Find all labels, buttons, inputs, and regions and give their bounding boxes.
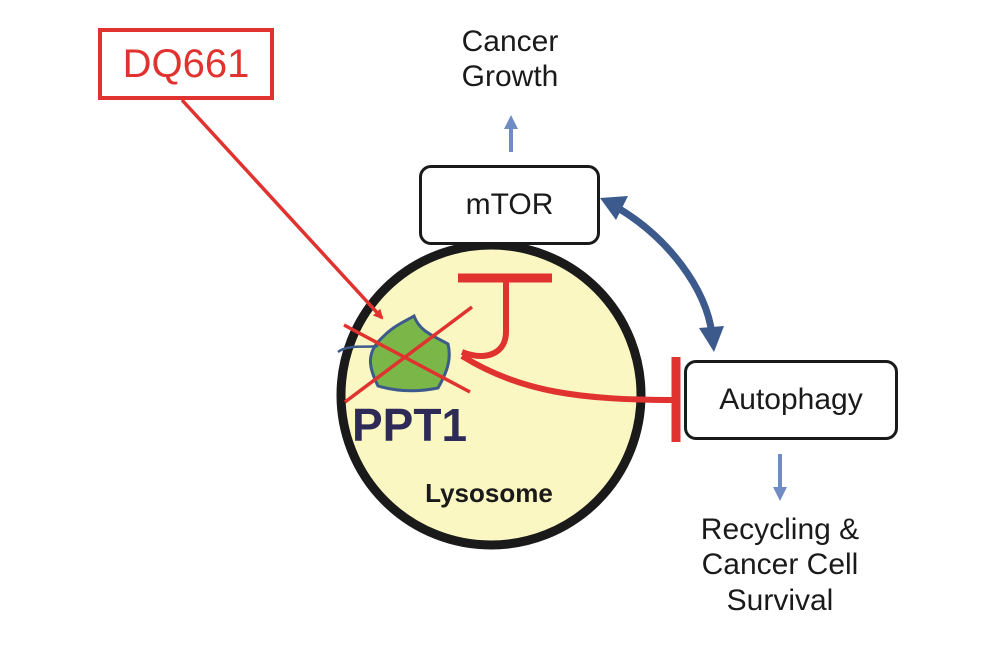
double-arrow-head-bottom [699, 326, 724, 352]
lysosome-label: Lysosome [425, 478, 553, 508]
autophagy-inhibition-curve [460, 353, 677, 403]
ppt1-label: PPT1 [352, 399, 468, 451]
mtor-inhibition-stem [460, 280, 509, 359]
mtor-box: mTOR [419, 165, 600, 245]
drug-box: DQ661 [98, 28, 274, 100]
survival-label: Recycling & Cancer Cell Survival [700, 513, 860, 617]
double-arrow-head-top [600, 196, 628, 220]
autophagy-box: Autophagy [684, 360, 898, 440]
drug-label: DQ661 [122, 41, 250, 86]
drug-target-arrow [180, 98, 384, 320]
mtor-autophagy-double-arrow [616, 204, 716, 335]
inhibition-cross-line-1 [343, 323, 471, 394]
ppt1-enzyme-tail [337, 344, 379, 354]
inhibition-cross-line-2 [343, 305, 474, 404]
autophagy-label: Autophagy [719, 383, 863, 416]
cancer-growth-label: Cancer Growth [461, 25, 559, 94]
mtor-label: mTOR [465, 188, 554, 221]
